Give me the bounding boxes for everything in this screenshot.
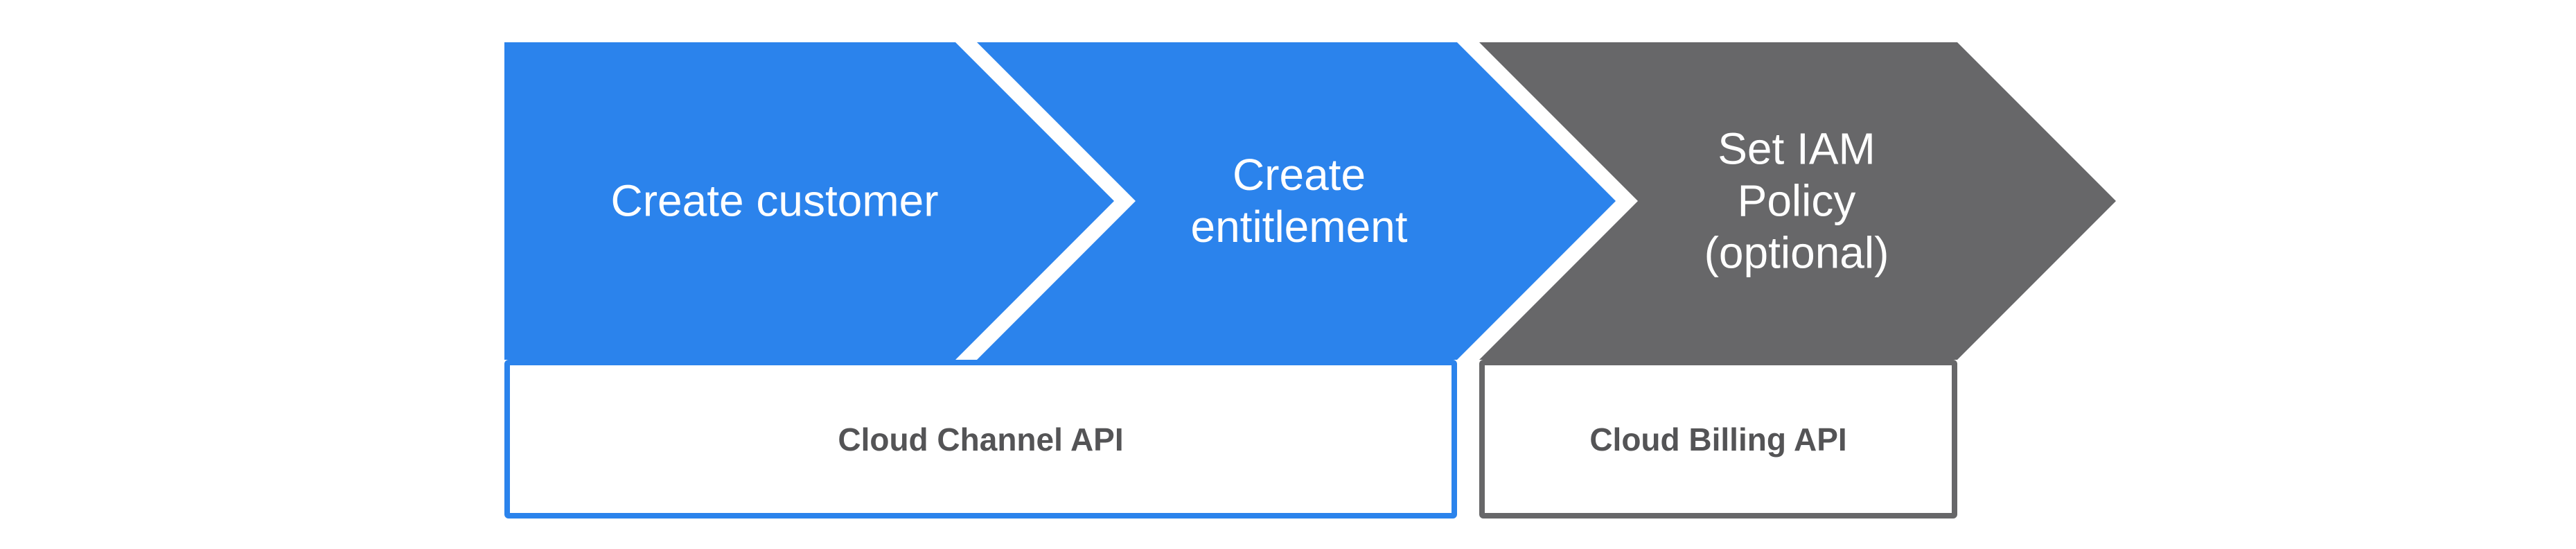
step-label-line: Policy [1737, 175, 1856, 226]
step-label-line: entitlement [1190, 202, 1408, 252]
step-label-create-entitlement: Create entitlement [1190, 149, 1407, 253]
step-label-create-customer: Create customer [610, 175, 938, 227]
api-box-cloud-billing: Cloud Billing API [1479, 360, 1957, 518]
step-arrow-create-entitlement [977, 42, 1616, 360]
step-label-line: Create customer [610, 175, 939, 226]
api-box-label: Cloud Billing API [1589, 421, 1847, 458]
step-label-line: Create [1232, 150, 1366, 200]
api-box-label: Cloud Channel API [838, 421, 1124, 458]
step-arrow-create-customer [504, 42, 1114, 360]
step-label-line: Set IAM [1718, 123, 1876, 174]
step-label-set-iam-policy: Set IAM Policy (optional) [1704, 123, 1889, 279]
step-arrow-set-iam-policy [1479, 42, 2116, 360]
step-label-line: (optional) [1704, 227, 1889, 278]
api-box-cloud-channel: Cloud Channel API [504, 360, 1457, 518]
